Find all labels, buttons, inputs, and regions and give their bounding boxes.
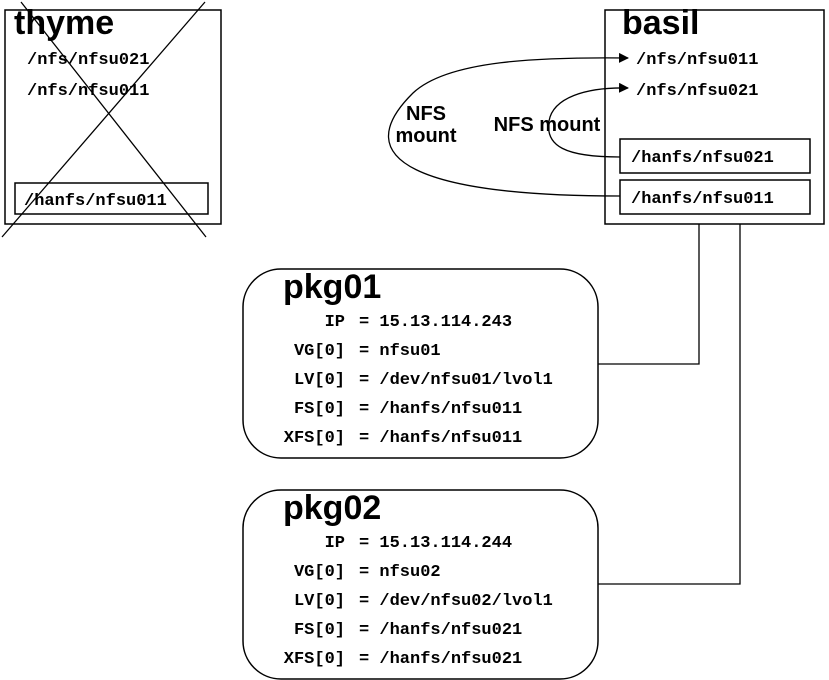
pkg01-ip-key: IP [325,313,345,332]
pkg01-lv-key: LV[0] [294,371,345,390]
thyme-mount-nfsu011: /nfs/nfsu011 [27,82,149,101]
thyme-local-fs-box [14,182,209,215]
pkg01-xfs-key: XFS[0] [284,429,345,448]
pkg02-xfs-key: XFS[0] [284,650,345,669]
pkg02-fs-key: FS[0] [294,621,345,640]
pkg01-xfs-value: = /hanfs/nfsu011 [359,429,522,448]
basil-local-fs-nfsu021: /hanfs/nfsu021 [631,149,774,168]
pkg02-lv-text: /dev/nfsu02/lvol1 [379,592,552,611]
thyme-mount-nfsu021: /nfs/nfsu021 [27,51,149,70]
pkg01-fs-key: FS[0] [294,400,345,419]
inner-nfs-mount-label: NFS mount [494,114,601,136]
pkg01-fs-value: = /hanfs/nfsu011 [359,400,522,419]
pkg02-vg-text: nfsu02 [379,563,440,582]
pkg01-xfs-text: /hanfs/nfsu011 [379,429,522,448]
pkg01-fs-text: /hanfs/nfsu011 [379,400,522,419]
pkg02-ip-value: = 15.13.114.244 [359,534,512,553]
inner-nfs-mount-arrow [547,82,629,158]
basil-mount-nfsu021: /nfs/nfsu021 [636,82,758,101]
pkg02-vg-value: = nfsu02 [359,563,441,582]
pkg02-vg-key: VG[0] [294,563,345,582]
connector-basil-pkg02 [598,224,741,585]
pkg01-ip-text: 15.13.114.243 [379,313,512,332]
pkg02-xfs-value: = /hanfs/nfsu021 [359,650,522,669]
basil-local-fs-box-nfsu021 [619,138,811,174]
pkg02-lv-value: = /dev/nfsu02/lvol1 [359,592,553,611]
pkg02-box [242,489,599,680]
pkg01-lv-value: = /dev/nfsu01/lvol1 [359,371,553,390]
pkg02-fs-value: = /hanfs/nfsu021 [359,621,522,640]
pkg02-fs-text: /hanfs/nfsu021 [379,621,522,640]
node-basil: basil /nfs/nfsu011 /nfs/nfsu021 /hanfs/n… [604,4,825,225]
basil-local-fs-nfsu011: /hanfs/nfsu011 [631,190,774,209]
pkg01-ip-value: = 15.13.114.243 [359,313,512,332]
outer-nfs-mount-label-line2: mount [395,125,456,147]
package-pkg01: pkg01 IP = 15.13.114.243 VG[0] = nfsu01 … [242,268,599,459]
pkg02-lv-key: LV[0] [294,592,345,611]
package-connectors [598,224,741,585]
pkg01-vg-key: VG[0] [294,342,345,361]
package-pkg02: pkg02 IP = 15.13.114.244 VG[0] = nfsu02 … [242,489,599,680]
pkg02-xfs-text: /hanfs/nfsu021 [379,650,522,669]
thyme-failure-cross-line-1 [1,1,206,238]
thyme-node-box [4,9,222,225]
outer-nfs-mount-arrow [387,52,629,197]
basil-title: basil [622,4,699,42]
pkg02-title: pkg02 [283,489,381,527]
pkg01-vg-text: nfsu01 [379,342,440,361]
pkg01-vg-value: = nfsu01 [359,342,441,361]
connector-basil-pkg01 [598,224,700,365]
basil-node-box [604,9,825,225]
pkg02-ip-text: 15.13.114.244 [379,534,512,553]
thyme-title: thyme [14,4,114,42]
thyme-local-fs-nfsu011: /hanfs/nfsu011 [24,192,167,211]
basil-local-fs-box-nfsu011 [619,179,811,215]
pkg01-lv-text: /dev/nfsu01/lvol1 [379,371,552,390]
pkg02-ip-key: IP [325,534,345,553]
node-thyme: thyme /nfs/nfsu021 /nfs/nfsu011 /hanfs/n… [1,1,222,238]
nfs-mount-arrows: NFS mount NFS mount [387,52,629,197]
thyme-failure-cross-line-2 [20,1,207,238]
pkg01-box [242,268,599,459]
outer-nfs-mount-label-line1: NFS [406,103,446,125]
basil-mount-nfsu011: /nfs/nfsu011 [636,51,758,70]
pkg01-title: pkg01 [283,268,381,306]
